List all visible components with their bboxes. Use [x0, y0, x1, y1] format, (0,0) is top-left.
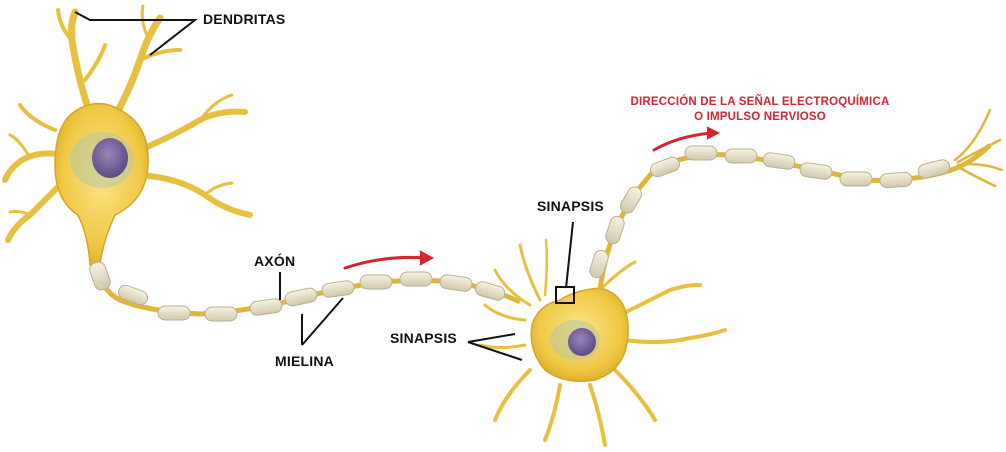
label-dendritas: DENDRITAS — [203, 11, 285, 27]
sinapsis-top-leader — [566, 222, 573, 288]
axon-terminals — [955, 110, 1002, 186]
nucleus-neuron-1 — [92, 138, 128, 178]
label-mielina: MIELINA — [275, 353, 334, 369]
label-direction-line1: DIRECCIÓN DE LA SEÑAL ELECTROQUÍMICA — [610, 95, 910, 110]
arrow-axon-2-head — [707, 127, 719, 139]
axon-1 — [88, 260, 520, 321]
axon-2 — [588, 110, 1002, 290]
label-axon: AXÓN — [254, 253, 295, 269]
arrow-axon-1-head — [420, 251, 433, 265]
myelin-sheath-axon-1 — [88, 260, 507, 321]
neuron-1 — [5, 6, 250, 265]
signal-direction-arrows — [345, 127, 719, 268]
nucleus-neuron-2 — [568, 328, 596, 356]
label-sinapsis-bottom: SINAPSIS — [390, 330, 457, 346]
myelin-sheath-axon-2 — [588, 146, 951, 279]
label-sinapsis-top: SINAPSIS — [537, 198, 604, 214]
arrow-axon-1 — [345, 257, 425, 268]
label-direction-line2: O IMPULSO NERVIOSO — [610, 110, 910, 125]
mielina-leader — [302, 298, 343, 345]
